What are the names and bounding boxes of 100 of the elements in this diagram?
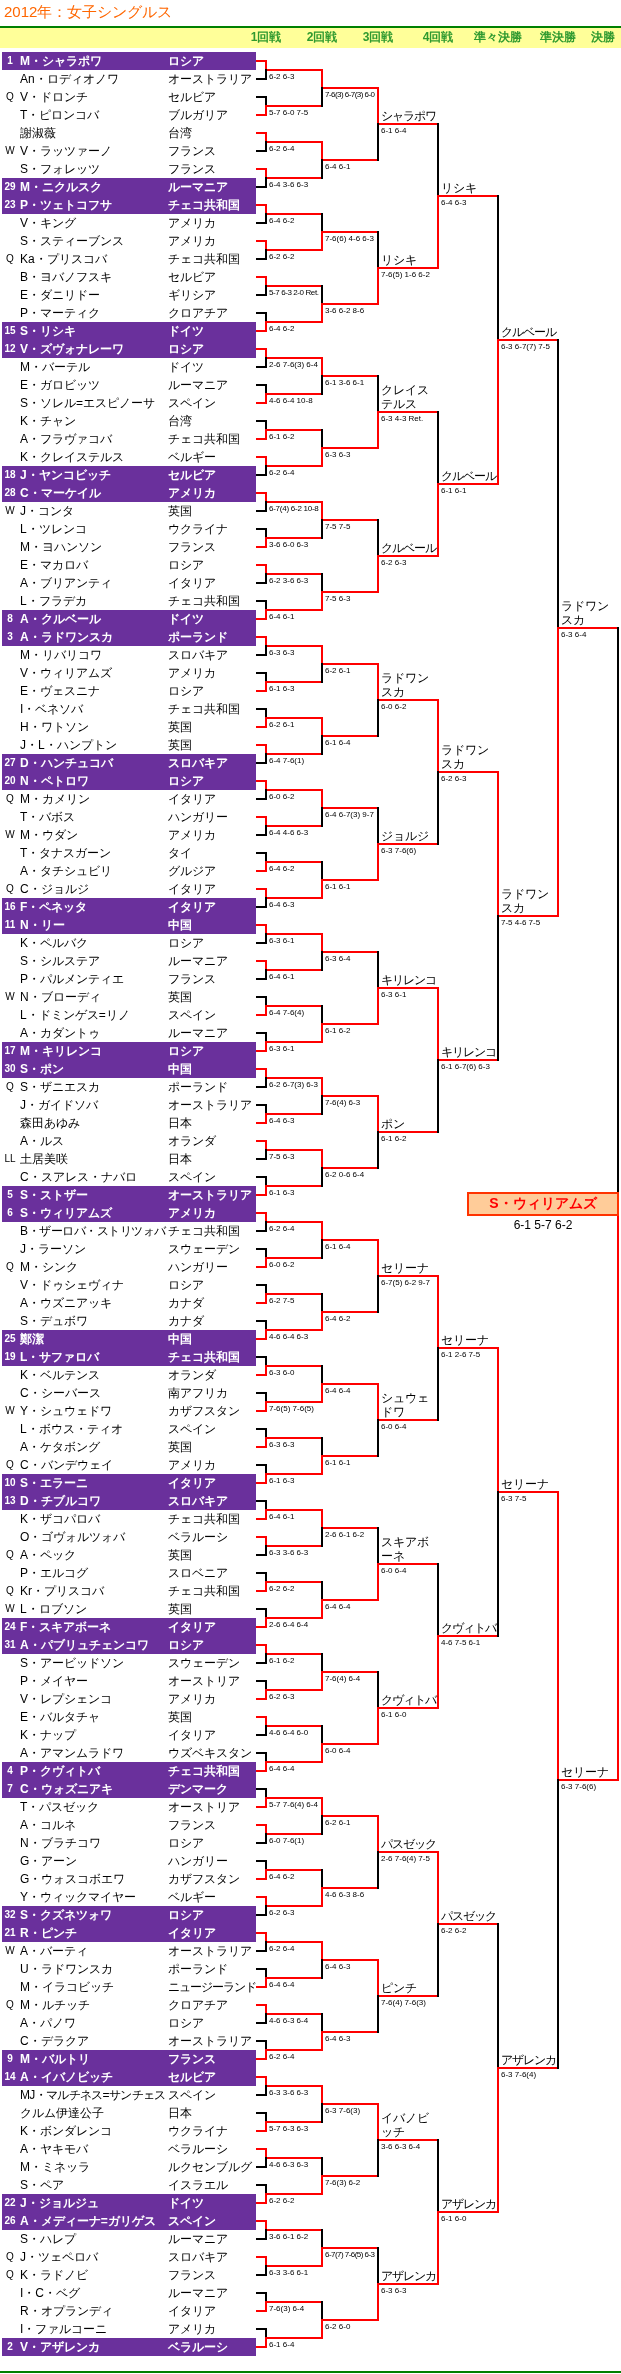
bracket-line: [255, 780, 268, 791]
bracket-line: [320, 1221, 324, 1241]
bracket-line: [376, 1239, 380, 1277]
country-name: イタリア: [168, 576, 216, 590]
bracket-line: [255, 1797, 268, 1808]
country-name: ドイツ: [168, 2196, 204, 2210]
bracket-line: [255, 1833, 268, 1844]
player-name: Y・ウィックマイヤー: [20, 1890, 136, 1904]
match-score: 6-4 6-1: [269, 1512, 295, 1522]
bracket-line: [255, 645, 268, 656]
entry-code: W: [5, 505, 15, 517]
bracket-line: [255, 1032, 268, 1043]
player-name: A・クルベール: [20, 612, 101, 626]
player-name: L・ドミンゲス=リノ: [20, 1008, 130, 1022]
winner-name: セリーナ: [381, 1261, 429, 1275]
match-score: 6-4 6-2: [269, 324, 295, 334]
country-name: 英国: [168, 738, 192, 752]
player-name: O・ゴヴォルツォバ: [20, 1530, 126, 1544]
player-name: S・エラーニ: [20, 1476, 88, 1490]
seed-number: 10: [4, 1477, 16, 1489]
bracket-line: [255, 708, 268, 719]
player-name: N・リー: [20, 918, 65, 932]
bracket-line: [255, 429, 268, 440]
player-name: V・レプシェンコ: [20, 1692, 112, 1706]
bracket-slot: [267, 1941, 321, 1954]
bracket-line: [320, 1437, 324, 1457]
match-score: 6-3 6-0: [269, 1368, 295, 1378]
bracket-line: [255, 537, 268, 548]
country-name: ルーマニア: [168, 954, 228, 968]
player-name: V・アザレンカ: [20, 2340, 100, 2354]
player-name: G・ウォスコボエワ: [20, 1872, 126, 1886]
match-score: 4-6 6-4 10-8: [269, 396, 313, 406]
country-name: ブルガリア: [168, 108, 228, 122]
bracket-line: [255, 2112, 268, 2123]
seed-number: 22: [4, 2197, 16, 2209]
country-name: ロシア: [168, 774, 204, 788]
winner-name: クヴィトバ: [441, 1621, 496, 1635]
bracket-line: [255, 600, 268, 611]
country-name: ドイツ: [168, 360, 204, 374]
bracket-slot: [267, 2229, 321, 2242]
country-name: チェコ共和国: [168, 1512, 240, 1526]
match-score: 6-2 6-4: [269, 144, 295, 154]
bracket-line: [255, 357, 268, 368]
country-name: オランダ: [168, 1368, 216, 1382]
bracket-line: [255, 2121, 268, 2132]
bracket-line: [255, 924, 268, 935]
bracket-line: [255, 2220, 268, 2231]
player-name: S・ポン: [20, 1062, 64, 1076]
bracket-line: [255, 168, 268, 179]
bracket-line: [376, 807, 380, 845]
bracket-line: [255, 1104, 268, 1115]
seeded-player-row: [2, 466, 256, 484]
bracket-line: [255, 852, 268, 863]
bracket-slot: [267, 69, 321, 82]
player-name: E・ヴェスニナ: [20, 684, 100, 698]
match-score: 6-3 7-6(4): [501, 2070, 537, 2080]
player-name: A・イバノビッチ: [20, 2070, 113, 2084]
bracket-line: [255, 1356, 268, 1367]
bracket-line: [255, 1401, 268, 1412]
country-name: ルーマニア: [168, 2286, 228, 2300]
country-name: 英国: [168, 504, 192, 518]
country-name: 中国: [168, 1332, 192, 1346]
bracket-line: [255, 240, 268, 251]
match-score: 6-1 6-2: [269, 1656, 295, 1666]
bracket-line: [320, 447, 324, 467]
seed-number: 12: [4, 343, 16, 355]
bracket-line: [255, 528, 268, 539]
bracket-slot: [323, 951, 377, 964]
country-name: スペイン: [168, 2088, 216, 2102]
country-name: 英国: [168, 1440, 192, 1454]
bracket-line: [255, 996, 268, 1007]
bracket-line: [320, 2301, 324, 2321]
country-name: 日本: [168, 1116, 192, 1130]
country-name: スペイン: [168, 396, 216, 410]
player-name: M・バーテル: [20, 360, 90, 374]
bracket-slot: [323, 1239, 377, 1252]
match-score: 7-6(3) 6-4: [269, 2304, 305, 2314]
country-name: オーストラリア: [168, 1944, 252, 1958]
player-name: 森田あゆみ: [20, 1116, 80, 1130]
match-score: 6-2 6-1: [325, 666, 351, 676]
bracket-line: [320, 789, 324, 809]
player-name: Kr・プリスコバ: [20, 1584, 104, 1598]
bracket-line: [255, 384, 268, 395]
seeded-player-row: [2, 1474, 256, 1492]
bracket-line: [320, 303, 324, 323]
seed-number: 9: [7, 2053, 13, 2065]
bracket-line: [255, 1824, 268, 1835]
bracket-line: [320, 375, 324, 395]
bracket-line: [255, 1248, 268, 1259]
player-name: V・ウィリアムズ: [20, 666, 112, 680]
country-name: イタリア: [168, 1620, 216, 1634]
bracket-line: [255, 825, 268, 836]
country-name: ポーランド: [168, 630, 228, 644]
match-score: 7-6(5) 1-6 6-2: [381, 270, 430, 280]
entry-code: Q: [6, 1459, 14, 1471]
player-name: C・スアレス・ナバロ: [20, 1170, 137, 1184]
match-score: 6-2 6-4: [269, 2052, 295, 2062]
country-name: 英国: [168, 1602, 192, 1616]
bracket-line: [255, 717, 268, 728]
bracket-slot: [323, 663, 377, 676]
